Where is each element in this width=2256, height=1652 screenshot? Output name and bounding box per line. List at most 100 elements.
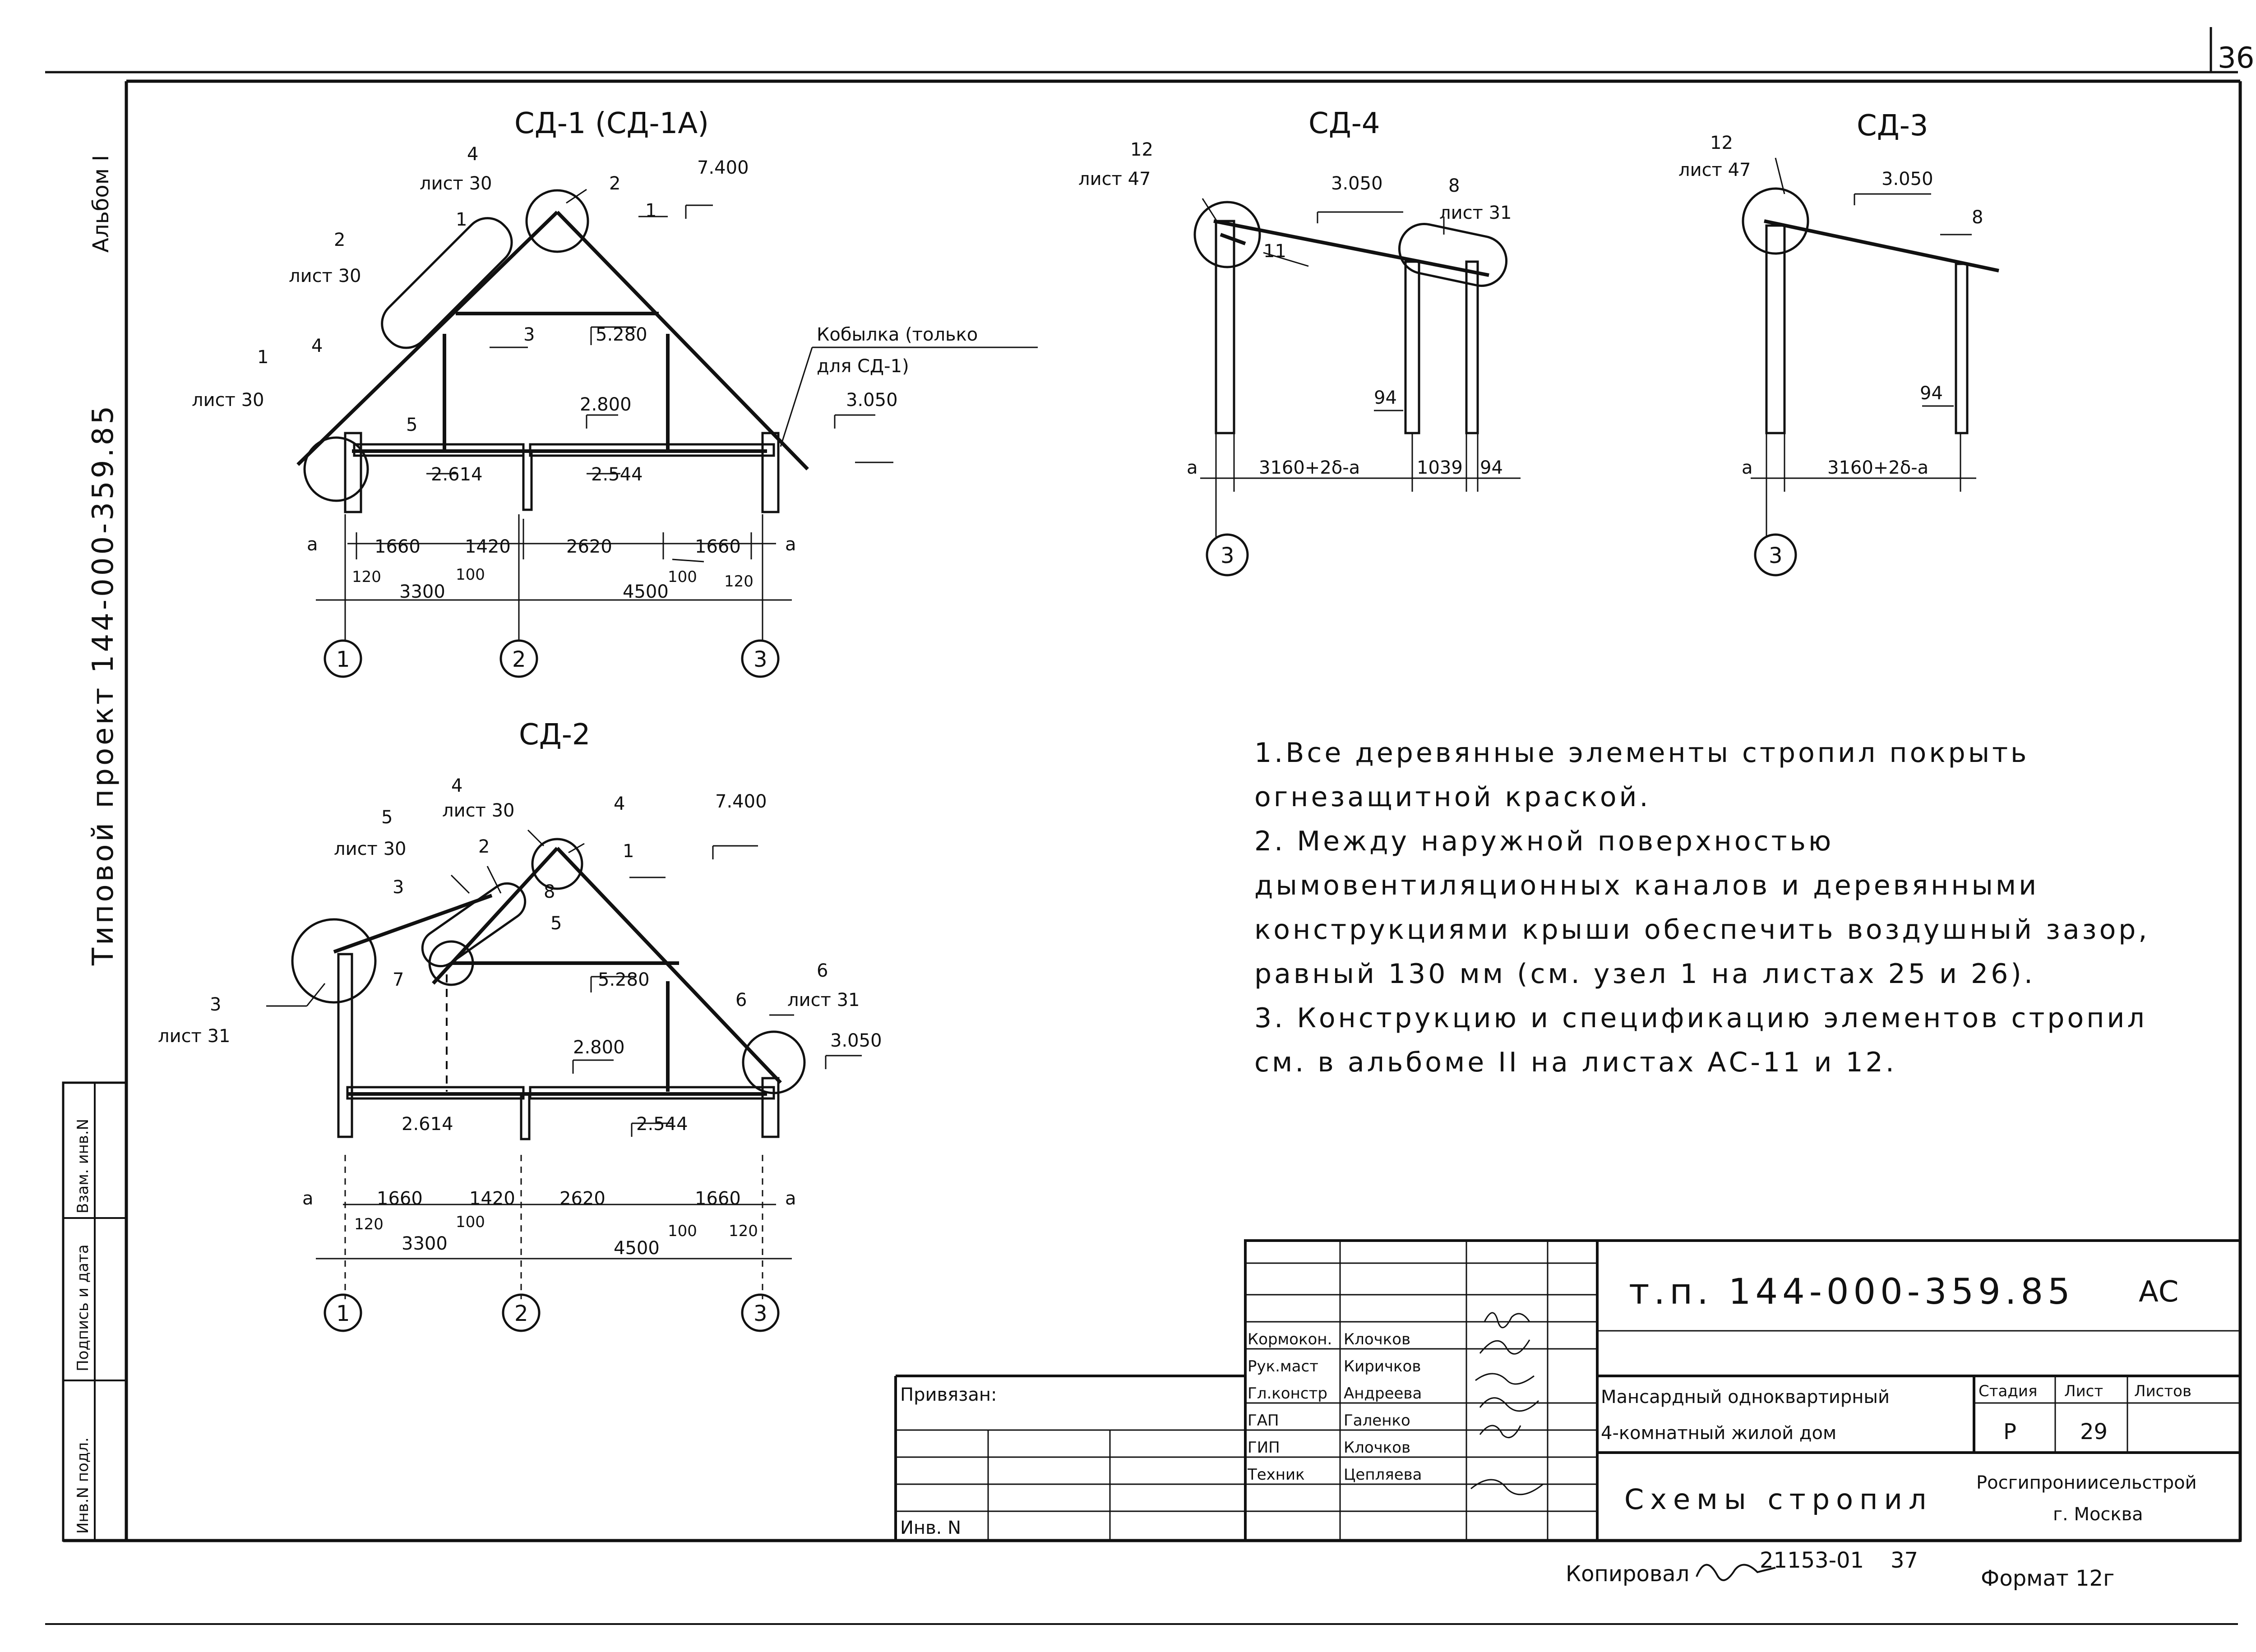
title-code: т.п. 144-000-359.85 [1629, 1272, 2075, 1312]
sd3-callout-12-sheet: лист 47 [1678, 160, 1751, 180]
rafter-diagram-sd2 [266, 829, 862, 1332]
sd3-title: СД-3 [1857, 109, 1928, 143]
staff-name-4: Галенко [1344, 1412, 1410, 1430]
title-object-1: Мансардный одноквартирный [1601, 1387, 1890, 1407]
sd2-callout-3-left-sheet: лист 31 [158, 1026, 230, 1047]
staff-role-4: ГАП [1248, 1412, 1279, 1430]
sd2-mark-2544: 2.544 [636, 1114, 688, 1135]
sd2-title: СД-2 [519, 718, 591, 752]
sd3-mark-3050: 3.050 [1882, 169, 1933, 189]
sd1-callout-2-left: 2 [334, 230, 345, 250]
sd2-callout-5-mid: 5 [550, 913, 562, 934]
sd2-dim-3300: 3300 [402, 1233, 448, 1254]
sd1-dim-3300: 3300 [399, 581, 445, 602]
sd1-callout-2-left-sheet: лист 30 [289, 266, 361, 286]
title-org-2: г. Москва [2053, 1504, 2143, 1525]
sd2-dim-100: 100 [456, 1213, 485, 1231]
sd4-callout-12-sheet: лист 47 [1078, 169, 1151, 189]
sd2-callout-5-sheet: лист 30 [334, 839, 406, 859]
sd1-mark-7400: 7.400 [697, 157, 749, 178]
sd2-dim-1660-right: 1660 [695, 1188, 741, 1209]
title-bound: Привязан: [900, 1384, 997, 1405]
sd1-dim-2620: 2620 [566, 536, 612, 557]
title-sheet-title: Схемы стропил [1624, 1483, 1933, 1516]
staff-role-2: Рук.маст [1248, 1357, 1318, 1375]
sd2-axis-1: 1 [336, 1301, 350, 1326]
staff-name-6: Цепляева [1344, 1466, 1422, 1484]
title-stage-label: Стадия [1979, 1382, 2037, 1400]
sd1-mark-2800: 2.800 [580, 394, 632, 415]
sd1-callout-1-top: 1 [456, 209, 467, 230]
title-inv: Инв. N [900, 1518, 961, 1538]
sd4-dim-1039: 1039 [1417, 457, 1463, 478]
sd2-dim-a-left: а [302, 1188, 314, 1209]
sd2-axis-3: 3 [754, 1301, 767, 1326]
title-mark: АС [2139, 1275, 2178, 1309]
title-stage: Р [2003, 1419, 2016, 1444]
sd1-callout-3: 3 [523, 324, 535, 345]
sheet-number: 36 [2218, 42, 2254, 75]
title-block [894, 1239, 2242, 1542]
margin-stamp-sign: Подпись и дата [74, 1244, 92, 1371]
footer-copy-number: 21153-01 [1760, 1548, 1864, 1573]
sd1-callout-4-sheet: лист 30 [420, 173, 492, 194]
sd3-post-94: 94 [1920, 383, 1943, 404]
staff-role-3: Гл.констр [1248, 1384, 1327, 1403]
sd3-callout-12: 12 [1710, 133, 1733, 153]
sd4-axis-3: 3 [1220, 543, 1234, 568]
sd4-callout-12: 12 [1130, 139, 1153, 160]
sd2-callout-2: 2 [478, 836, 490, 857]
title-object-2: 4-комнатный жилой дом [1601, 1423, 1836, 1444]
sd4-dim-a: а [1187, 457, 1198, 478]
sd2-mark-2614: 2.614 [402, 1114, 453, 1135]
sd1-callout-1-low-sheet: лист 30 [192, 390, 264, 411]
staff-role-5: ГИП [1248, 1439, 1280, 1457]
staff-role-1: Кормокон. [1248, 1330, 1332, 1348]
sd2-dim-100-right: 100 [668, 1222, 697, 1240]
note-1: 1.Все деревянные элементы стропил покрыт… [1254, 737, 2029, 813]
sd4-mark-3050: 3.050 [1331, 173, 1383, 194]
sd1-dim-4500: 4500 [623, 581, 669, 602]
title-sheets-label: Листов [2134, 1382, 2191, 1400]
sd1-callout-5: 5 [406, 415, 417, 435]
sd1-dim-1420: 1420 [465, 536, 511, 557]
sd1-dim-100: 100 [456, 566, 485, 584]
sd2-callout-6: 6 [817, 960, 828, 981]
margin-album: Альбом I [88, 155, 114, 253]
footer-format: Формат 12г [1981, 1566, 2114, 1591]
sd1-callout-2: 2 [609, 173, 620, 194]
sd1-callout-4-low: 4 [311, 336, 323, 356]
sd4-dim-span: 3160+2δ-а [1259, 457, 1360, 478]
sd3-callout-8: 8 [1972, 207, 1983, 228]
note-2: 2. Между наружной поверхностью дымовенти… [1254, 826, 2150, 990]
sd1-axis-2: 2 [512, 647, 526, 672]
sd2-dim-4500: 4500 [614, 1238, 660, 1259]
sd2-callout-1: 1 [623, 841, 634, 862]
sd1-mark-3050: 3.050 [846, 390, 898, 411]
sd1-kobylka: Кобылка (только [817, 324, 978, 345]
sd1-axis-1: 1 [336, 647, 350, 672]
sheet-frame [45, 27, 2242, 1625]
sd2-dim-a-right: а [785, 1188, 796, 1209]
sd2-callout-4: 4 [451, 775, 462, 796]
sd1-dim-120: 120 [352, 568, 381, 586]
sd2-dim-1420: 1420 [469, 1188, 515, 1209]
staff-role-6: Техник [1247, 1466, 1305, 1484]
sd3-dim-a: а [1742, 457, 1753, 478]
sd2-axis-2: 2 [514, 1301, 528, 1326]
sd3-dim-span: 3160+2δ-а [1827, 457, 1928, 478]
sd2-dim-2620: 2620 [559, 1188, 606, 1209]
margin-stamp-replace: Взам. инв.N [74, 1119, 92, 1214]
sd1-dim-a-left: а [307, 534, 318, 555]
sd2-callout-3: 3 [393, 877, 404, 898]
sd2-callout-4-sheet: лист 30 [442, 800, 514, 821]
sd2-mark-7400: 7.400 [715, 791, 767, 812]
sd3-axis-3: 3 [1769, 543, 1783, 568]
sd2-callout-7: 7 [393, 969, 404, 990]
margin-stamp-inv: Инв.N подл. [74, 1437, 92, 1534]
sd2-dim-1660: 1660 [377, 1188, 423, 1209]
staff-name-2: Киричков [1344, 1357, 1421, 1375]
sd1-kobylka-2: для СД-1) [817, 356, 909, 377]
title-sheet-no: 29 [2080, 1419, 2108, 1444]
